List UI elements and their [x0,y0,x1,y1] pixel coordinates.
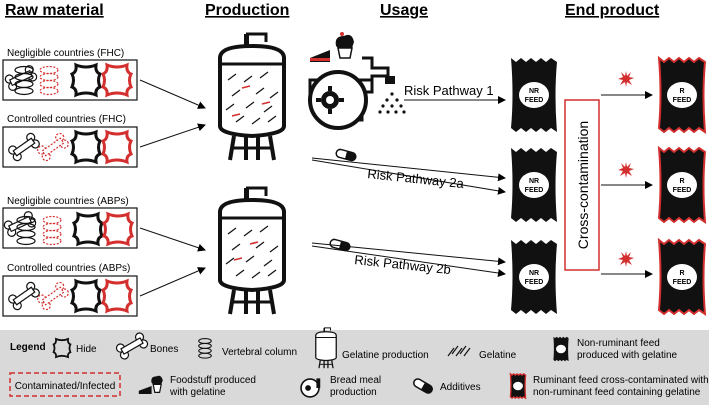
source-negligible-abps-label: Negligible countries (ABPs) [7,196,129,207]
legend-bread-meal-line2: production [330,387,377,398]
header-production: Production [205,2,289,19]
feed-label: FEED [525,97,544,104]
risk-pathway-2a-label: Risk Pathway 2a [367,166,466,191]
cross-contamination-label: Cross-contamination [575,121,591,249]
risk-pathway-2b-arrow-upper [311,242,506,266]
arrow-to-tank-2 [139,227,206,252]
feed-label: FEED [673,97,692,104]
gelatine-production-tank-2 [218,186,286,316]
risk-pathway-2a-arrow-upper [311,157,506,182]
legend-title: Legend [10,342,46,353]
legend-gelatine-production-label: Gelatine production [342,350,429,361]
source-negligible-fhc-label: Negligible countries (FHC) [7,48,124,59]
arrow-to-tank-1 [139,79,206,109]
legend-bones-label: Bones [150,344,178,355]
nr-feed-label: NR [529,270,539,277]
cross-contamination-box [564,99,600,271]
risk-pathway-1-label: Risk Pathway 1 [404,83,494,98]
risk-pathway-2b-arrow-lower [311,245,506,277]
legend-vertebral-label: Vertebral column [222,347,297,358]
risk-pathway-2b-label: Risk Pathway 2b [354,252,452,277]
nr-feed-bag: NR FEED [511,240,557,314]
header-end-product: End product [565,2,660,19]
nr-feed-bag: NR FEED [511,148,557,222]
legend-r-feed-line2: non-ruminant feed containing gelatine [533,387,701,398]
legend-contaminated-box [9,372,121,397]
feed-label: FEED [525,187,544,194]
arrow-to-tank-2 [139,267,206,297]
arrow-to-tank-1 [139,123,206,148]
r-feed-label: R [679,270,684,277]
contamination-splat-icon [618,162,634,178]
nr-feed-bag: NR FEED [511,58,557,132]
r-feed-label: R [679,88,684,95]
legend-nr-feed-icon [553,336,569,362]
legend-nr-feed-line2: produced with gelatine [577,350,678,361]
nr-feed-label: NR [529,178,539,185]
legend-contaminated-label: Contaminated/Infected [15,381,116,392]
source-controlled-fhc-label: Controlled countries (FHC) [7,114,126,125]
r-feed-label: R [679,178,684,185]
gelatine-production-tank-1 [218,32,286,162]
legend-bread-meal-line1: Bread meal [330,375,381,386]
legend-bread-meal-icon [300,378,321,398]
header-raw-material: Raw material [5,2,104,19]
risk-pathway-2a-arrow-lower [311,159,506,195]
source-controlled-abps-label: Controlled countries (ABPs) [7,263,130,274]
legend-hide-label: Hide [76,344,97,355]
additives-icon [334,147,358,163]
contamination-splat-icon [618,71,634,87]
legend-r-feed-icon [509,373,527,399]
bread-meal-production-icon [308,56,406,130]
legend-foodstuff-icon [138,375,163,394]
legend-additives-label: Additives [440,382,481,393]
foodstuff-icon [310,32,354,62]
feed-label: FEED [673,187,692,194]
legend-r-feed-line1: Ruminant feed cross-contaminated with [533,375,709,386]
feed-label: FEED [525,279,544,286]
r-feed-bag: R FEED [658,147,706,223]
legend-panel [0,330,709,405]
feed-label: FEED [673,279,692,286]
legend-foodstuff-line2: with gelatine [169,387,226,398]
legend-foodstuff-line1: Foodstuff produced [170,375,256,386]
nr-feed-label: NR [529,88,539,95]
contamination-splat-icon [618,251,634,267]
header-usage: Usage [380,2,428,19]
legend-nr-feed-line1: Non-ruminant feed [577,338,660,349]
r-feed-bag: R FEED [658,239,706,315]
r-feed-bag: R FEED [658,57,706,133]
legend-gelatine-label: Gelatine [479,350,517,361]
